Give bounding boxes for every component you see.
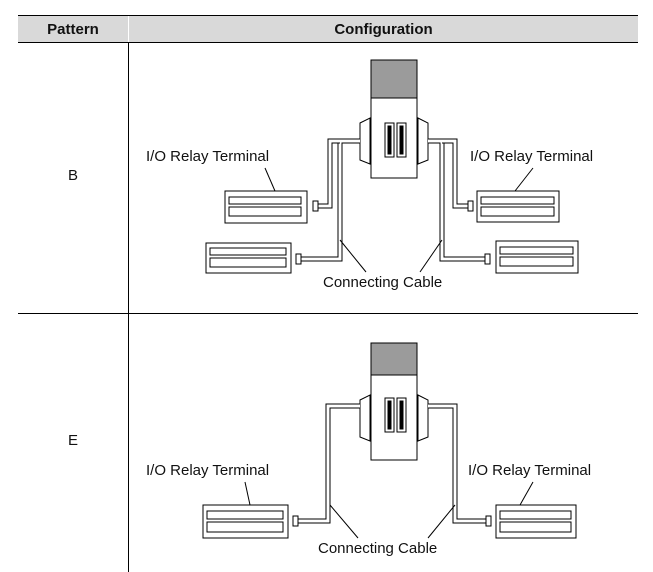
controller-b-top — [370, 59, 418, 99]
row-separator — [18, 313, 638, 314]
controller-e-top — [370, 342, 418, 376]
header-configuration: Configuration — [129, 16, 638, 42]
label-b-cable: Connecting Cable — [323, 274, 442, 291]
header-bottom-border — [18, 42, 638, 43]
connector-b-left — [359, 117, 371, 165]
header-pattern-label: Pattern — [47, 20, 99, 38]
connector-b-right — [417, 117, 429, 165]
pattern-e-cell: E — [18, 425, 128, 455]
label-e-left-terminal: I/O Relay Terminal — [146, 462, 269, 479]
label-b-right-terminal: I/O Relay Terminal — [470, 148, 593, 165]
header-configuration-label: Configuration — [334, 20, 433, 38]
connector-e-left — [359, 394, 371, 442]
pattern-e-label: E — [67, 431, 78, 449]
connector-e-right — [417, 394, 429, 442]
pattern-b-cell: B — [18, 160, 128, 190]
pattern-b-label: B — [67, 166, 78, 184]
label-e-right-terminal: I/O Relay Terminal — [468, 462, 591, 479]
label-e-cable: Connecting Cable — [318, 540, 437, 557]
column-divider — [128, 16, 129, 572]
header-divider — [128, 16, 129, 42]
label-b-left-terminal: I/O Relay Terminal — [146, 148, 269, 165]
header-pattern: Pattern — [18, 16, 128, 42]
